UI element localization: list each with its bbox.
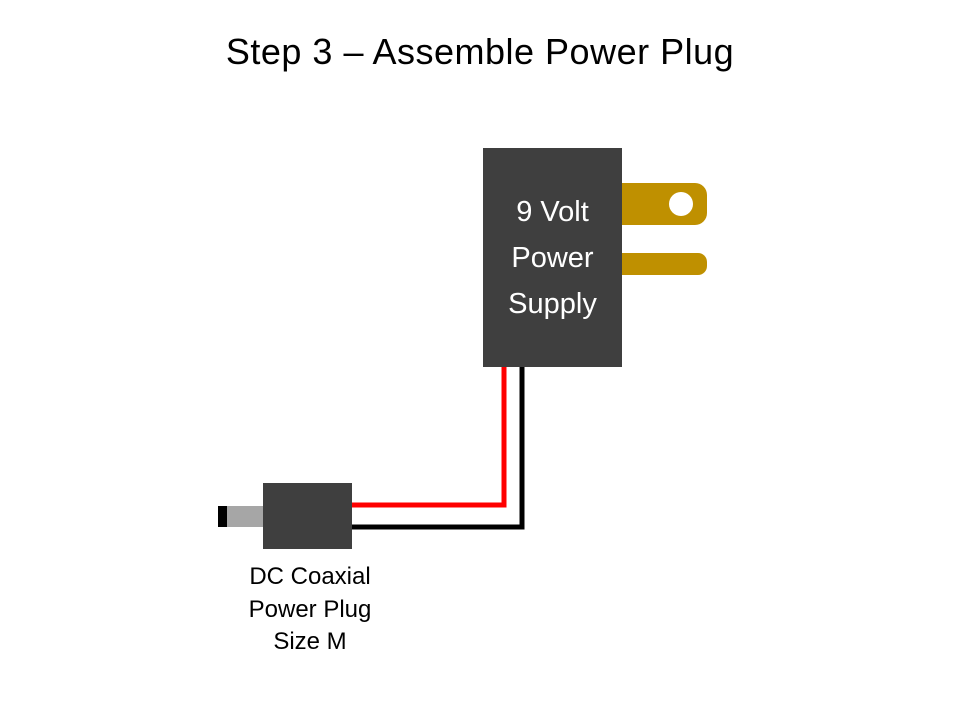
dc-plug-barrel — [227, 506, 263, 527]
dc-plug-body — [263, 483, 352, 549]
black-wire — [352, 367, 525, 530]
prong-hole — [669, 192, 693, 216]
slide-title: Step 3 – Assemble Power Plug — [225, 31, 735, 72]
red-wire — [352, 367, 507, 508]
power-supply-label: 9 Volt Power Supply — [508, 195, 597, 320]
power-supply-box: 9 Volt Power Supply — [483, 148, 622, 367]
plug-prong-top — [621, 183, 707, 225]
dc-plug-tip — [218, 506, 227, 527]
plug-prong-bottom — [621, 253, 707, 275]
dc-plug-caption: DC Coaxial Power Plug Size M — [248, 563, 372, 655]
